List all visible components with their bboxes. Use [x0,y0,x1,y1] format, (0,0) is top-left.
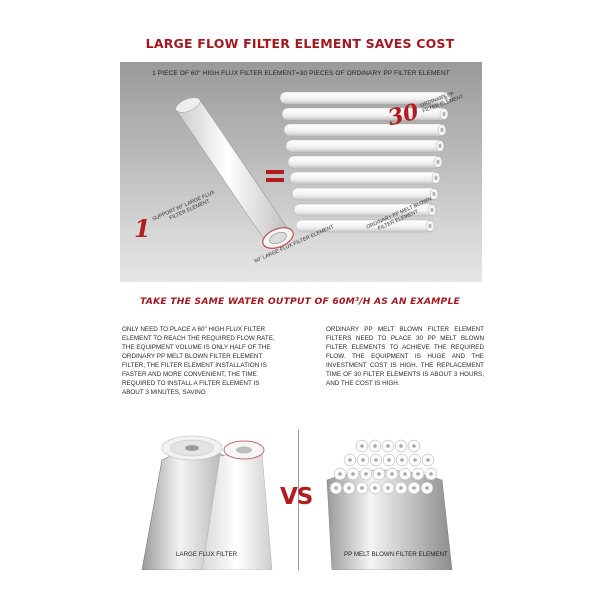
large-filter-cartridge [175,97,294,249]
hero-illustration [175,91,451,249]
pp-tube-bore [360,486,364,490]
pp-tube-bore [399,444,403,448]
pp-tube-bore [444,95,448,101]
pp-tube [285,139,445,153]
pp-tube-bore [412,444,416,448]
pp-tube-bore [413,458,417,462]
pp-tube-bore [436,159,440,165]
pp-melt-blown-caption: PP MELT BLOWN FILTER ELEMENT [344,551,448,558]
hero-headline: 1 PIECE OF 60" HIGH FLUX FILTER ELEMENT=… [152,70,450,77]
large-flux-cartridge-photo [141,435,273,571]
pp-tube [289,171,441,185]
pp-tube-bore [390,472,394,476]
pp-tube-bore [351,472,355,476]
pp-tube-bore [412,486,416,490]
pp-tube [287,155,443,169]
pp-tube [291,187,439,201]
vs-label: VS [280,484,313,510]
pp-tube-bundle-photo [326,439,453,571]
pp-tube-bore [432,191,436,197]
pp-tube-bore [377,472,381,476]
pp-melt-blown-description: ORDINARY PP MELT BLOWN FILTER ELEMENT FI… [326,326,484,387]
pp-tube-bore [400,458,404,462]
pp-tube-bore [387,458,391,462]
equals-sign [266,170,284,182]
product-comparison-photo [122,420,478,571]
pp-tube-bore [374,458,378,462]
pp-filter-bundle [279,91,451,233]
page-title: LARGE FLOW FILTER ELEMENT SAVES COST [145,36,455,51]
pp-tube-bore [403,472,407,476]
pp-tube-bore [440,127,444,133]
pp-tube-bore [334,486,338,490]
section-subtitle: TAKE THE SAME WATER OUTPUT OF 60M³/H AS … [140,296,460,307]
pp-tube-bore [425,486,429,490]
pp-tube-bore [434,175,438,181]
pp-tube [283,123,447,137]
large-flux-description: ONLY NEED TO PLACE A 60" HIGH FLUX FILTE… [122,326,275,396]
pp-tube-bore [348,458,352,462]
pp-tube-bore [373,486,377,490]
left-count-number: 1 [134,214,151,243]
pp-tube-bore [429,472,433,476]
pp-tube-bore [386,486,390,490]
pp-tube-bore [361,458,365,462]
pp-tube-bore [373,444,377,448]
large-flux-caption: LARGE FLUX FILTER [176,551,238,558]
pp-tube-bore [416,472,420,476]
pp-tube-bore [442,111,446,117]
pp-tube-bore [399,486,403,490]
pp-tube-bore [364,472,368,476]
pp-tube-bore [428,223,432,229]
pp-tube-bore [360,444,364,448]
pp-tube-bore [338,472,342,476]
pp-tube-bore [426,458,430,462]
pp-tube-bore [386,444,390,448]
comparison-divider [298,430,299,570]
hero-comparison-panel: 1 PIECE OF 60" HIGH FLUX FILTER ELEMENT=… [120,62,482,282]
comparison-illustration [141,435,453,571]
pp-tube-bore [347,486,351,490]
pp-tube-bore [430,207,434,213]
pp-tube-bore [438,143,442,149]
